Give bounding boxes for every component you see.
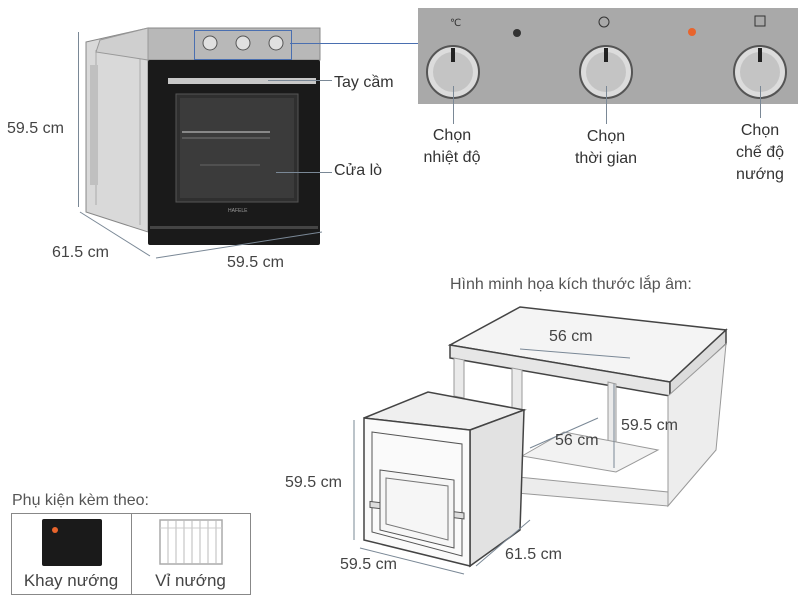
- mode-knob-icon: [733, 45, 787, 99]
- oven-depth-label: 61.5 cm: [52, 244, 109, 261]
- mode-knob-label: Chọn chế độ nướng: [735, 122, 785, 183]
- temp-callout-line: [453, 86, 454, 124]
- oven-width-label: 59.5 cm: [227, 254, 284, 271]
- door-callout-line: [276, 172, 332, 173]
- connector-line: [290, 43, 418, 44]
- cabinet-height-label: 59.5 cm: [621, 417, 678, 434]
- door-callout: Cửa lò: [334, 162, 383, 179]
- oven-height-label: 59.5 cm: [7, 120, 64, 137]
- installation-title: Hình minh họa kích thước lắp âm:: [450, 276, 692, 293]
- accessories-box: Khay nướng Vỉ nướng: [11, 513, 251, 595]
- temperature-knob-label: Chọn nhiệt độ: [423, 127, 481, 166]
- cabinet-depth-label: 56 cm: [555, 432, 599, 449]
- baking-tray-icon: [42, 519, 102, 566]
- timer-callout-line: [606, 86, 607, 124]
- builtin-oven-height-label: 59.5 cm: [285, 474, 342, 491]
- accessory-rack-label: Vỉ nướng: [155, 571, 226, 590]
- timer-knob-icon: [579, 45, 633, 99]
- mode-callout-line: [760, 86, 761, 118]
- timer-knob-label: Chọn thời gian: [574, 128, 638, 167]
- handle-callout: Tay cầm: [334, 74, 394, 91]
- width-dimension-line: [155, 231, 323, 259]
- knob-highlight-box: [194, 30, 292, 60]
- accessory-tray-label: Khay nướng: [23, 571, 119, 590]
- depth-dimension-line: [79, 211, 151, 257]
- builtin-oven-depth-label: 61.5 cm: [505, 546, 562, 563]
- svg-text:℃: ℃: [450, 18, 461, 29]
- oven-illustration: HAFELE: [85, 27, 321, 245]
- handle-callout-line: [268, 80, 332, 81]
- oven-brand-text: HAFELE: [228, 208, 248, 214]
- control-panel-illustration: ℃: [418, 8, 798, 104]
- grill-rack-icon: [158, 519, 223, 565]
- height-dimension-line: [78, 32, 79, 207]
- accessories-title: Phụ kiện kèm theo:: [12, 492, 149, 509]
- installation-illustration: [353, 306, 728, 575]
- accessory-item-tray: Khay nướng: [12, 514, 132, 594]
- cabinet-width-label: 56 cm: [549, 328, 593, 345]
- builtin-oven-width-label: 59.5 cm: [340, 556, 397, 573]
- accessory-item-rack: Vỉ nướng: [132, 514, 251, 594]
- temperature-knob-icon: [426, 45, 480, 99]
